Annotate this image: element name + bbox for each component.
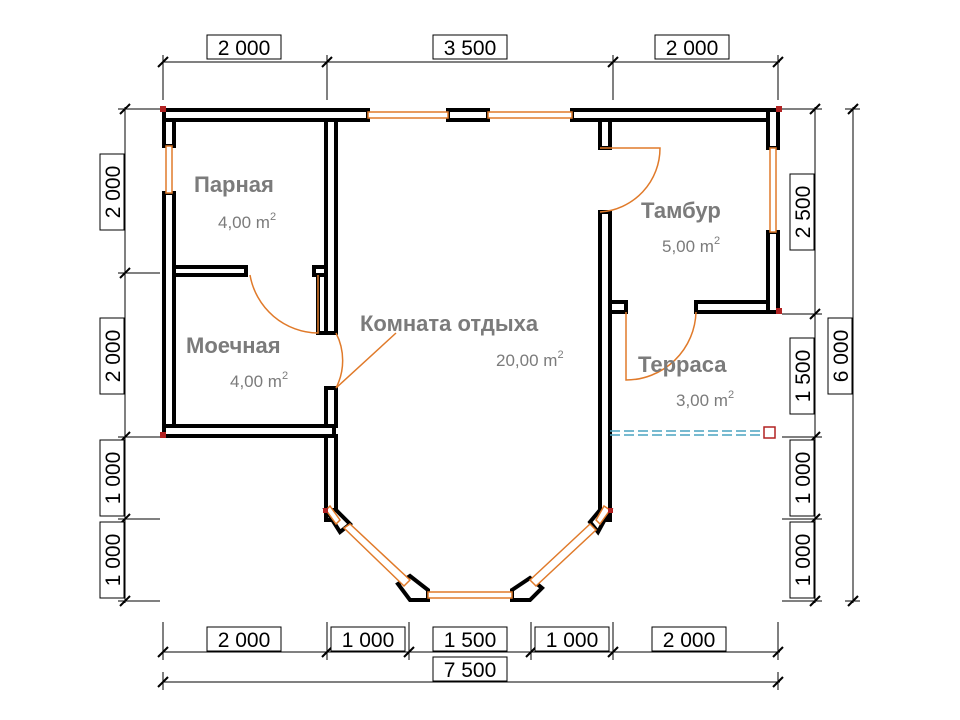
dim-top-1: 2 000 — [218, 37, 271, 60]
room-name-komnata: Комната отдыха — [360, 311, 539, 336]
window-right — [769, 147, 777, 233]
window-bay-corner-left — [325, 504, 341, 526]
door-parnaya — [249, 274, 319, 334]
dim-left-1: 2 000 — [102, 166, 125, 219]
terrace-post-icon — [763, 426, 776, 439]
dim-total-height: 6 000 — [830, 330, 853, 383]
dim-left-2: 2 000 — [102, 330, 125, 383]
dim-top-2: 3 500 — [444, 37, 497, 60]
room-area-parnaya: 4,00 m2 — [218, 211, 276, 232]
window-bay-right — [528, 522, 598, 588]
room-labels: Парная 4,00 m2 Моечная 4,00 m2 Комната о… — [186, 172, 734, 410]
room-area-terrasa: 3,00 m2 — [676, 389, 734, 410]
dim-bottom-2: 1 000 — [342, 629, 395, 652]
windows — [165, 111, 777, 599]
top-dimension-chain: 2 000 3 500 2 000 — [157, 34, 784, 100]
dim-top-3: 2 000 — [666, 37, 719, 60]
dim-bottom-3: 1 500 — [444, 629, 497, 652]
dim-bottom-1: 2 000 — [218, 629, 271, 652]
window-left — [165, 145, 173, 194]
dim-right-4: 1 000 — [792, 534, 815, 587]
room-area-tambur: 5,00 m2 — [662, 235, 720, 256]
dim-left-3: 1 000 — [102, 452, 125, 505]
door-moechnaya — [335, 332, 397, 389]
right-dimension-chain: 2 500 1 500 1 000 1 000 6 000 — [782, 103, 860, 607]
dim-right-1: 2 500 — [792, 186, 815, 239]
room-area-komnata: 20,00 m2 — [496, 349, 564, 370]
room-name-parnaya: Парная — [194, 172, 274, 197]
dim-left-4: 1 000 — [102, 534, 125, 587]
room-name-terrasa: Терраса — [638, 352, 727, 377]
window-bottom — [427, 591, 513, 599]
corner-marks — [160, 106, 782, 513]
dim-right-3: 1 000 — [792, 452, 815, 505]
doors — [249, 147, 697, 389]
room-area-moechnaya: 4,00 m2 — [230, 370, 288, 391]
dim-total-width: 7 500 — [444, 659, 497, 682]
dim-right-2: 1 500 — [792, 350, 815, 403]
door-terrace — [625, 311, 697, 381]
dim-bottom-4: 1 000 — [546, 629, 599, 652]
terrace-edge — [610, 426, 776, 439]
door-tambur — [599, 147, 661, 213]
left-dimension-chain: 2 000 2 000 1 000 1 000 — [99, 103, 163, 607]
room-name-moechnaya: Моечная — [186, 333, 281, 358]
dim-bottom-5: 2 000 — [663, 629, 716, 652]
room-name-tambur: Тамбур — [641, 198, 721, 223]
window-top-right — [487, 111, 573, 119]
window-bay-left — [342, 523, 412, 588]
window-top-left — [367, 111, 449, 119]
bottom-dimension-chain: 2 000 1 000 1 500 1 000 2 000 7 500 — [157, 622, 784, 690]
